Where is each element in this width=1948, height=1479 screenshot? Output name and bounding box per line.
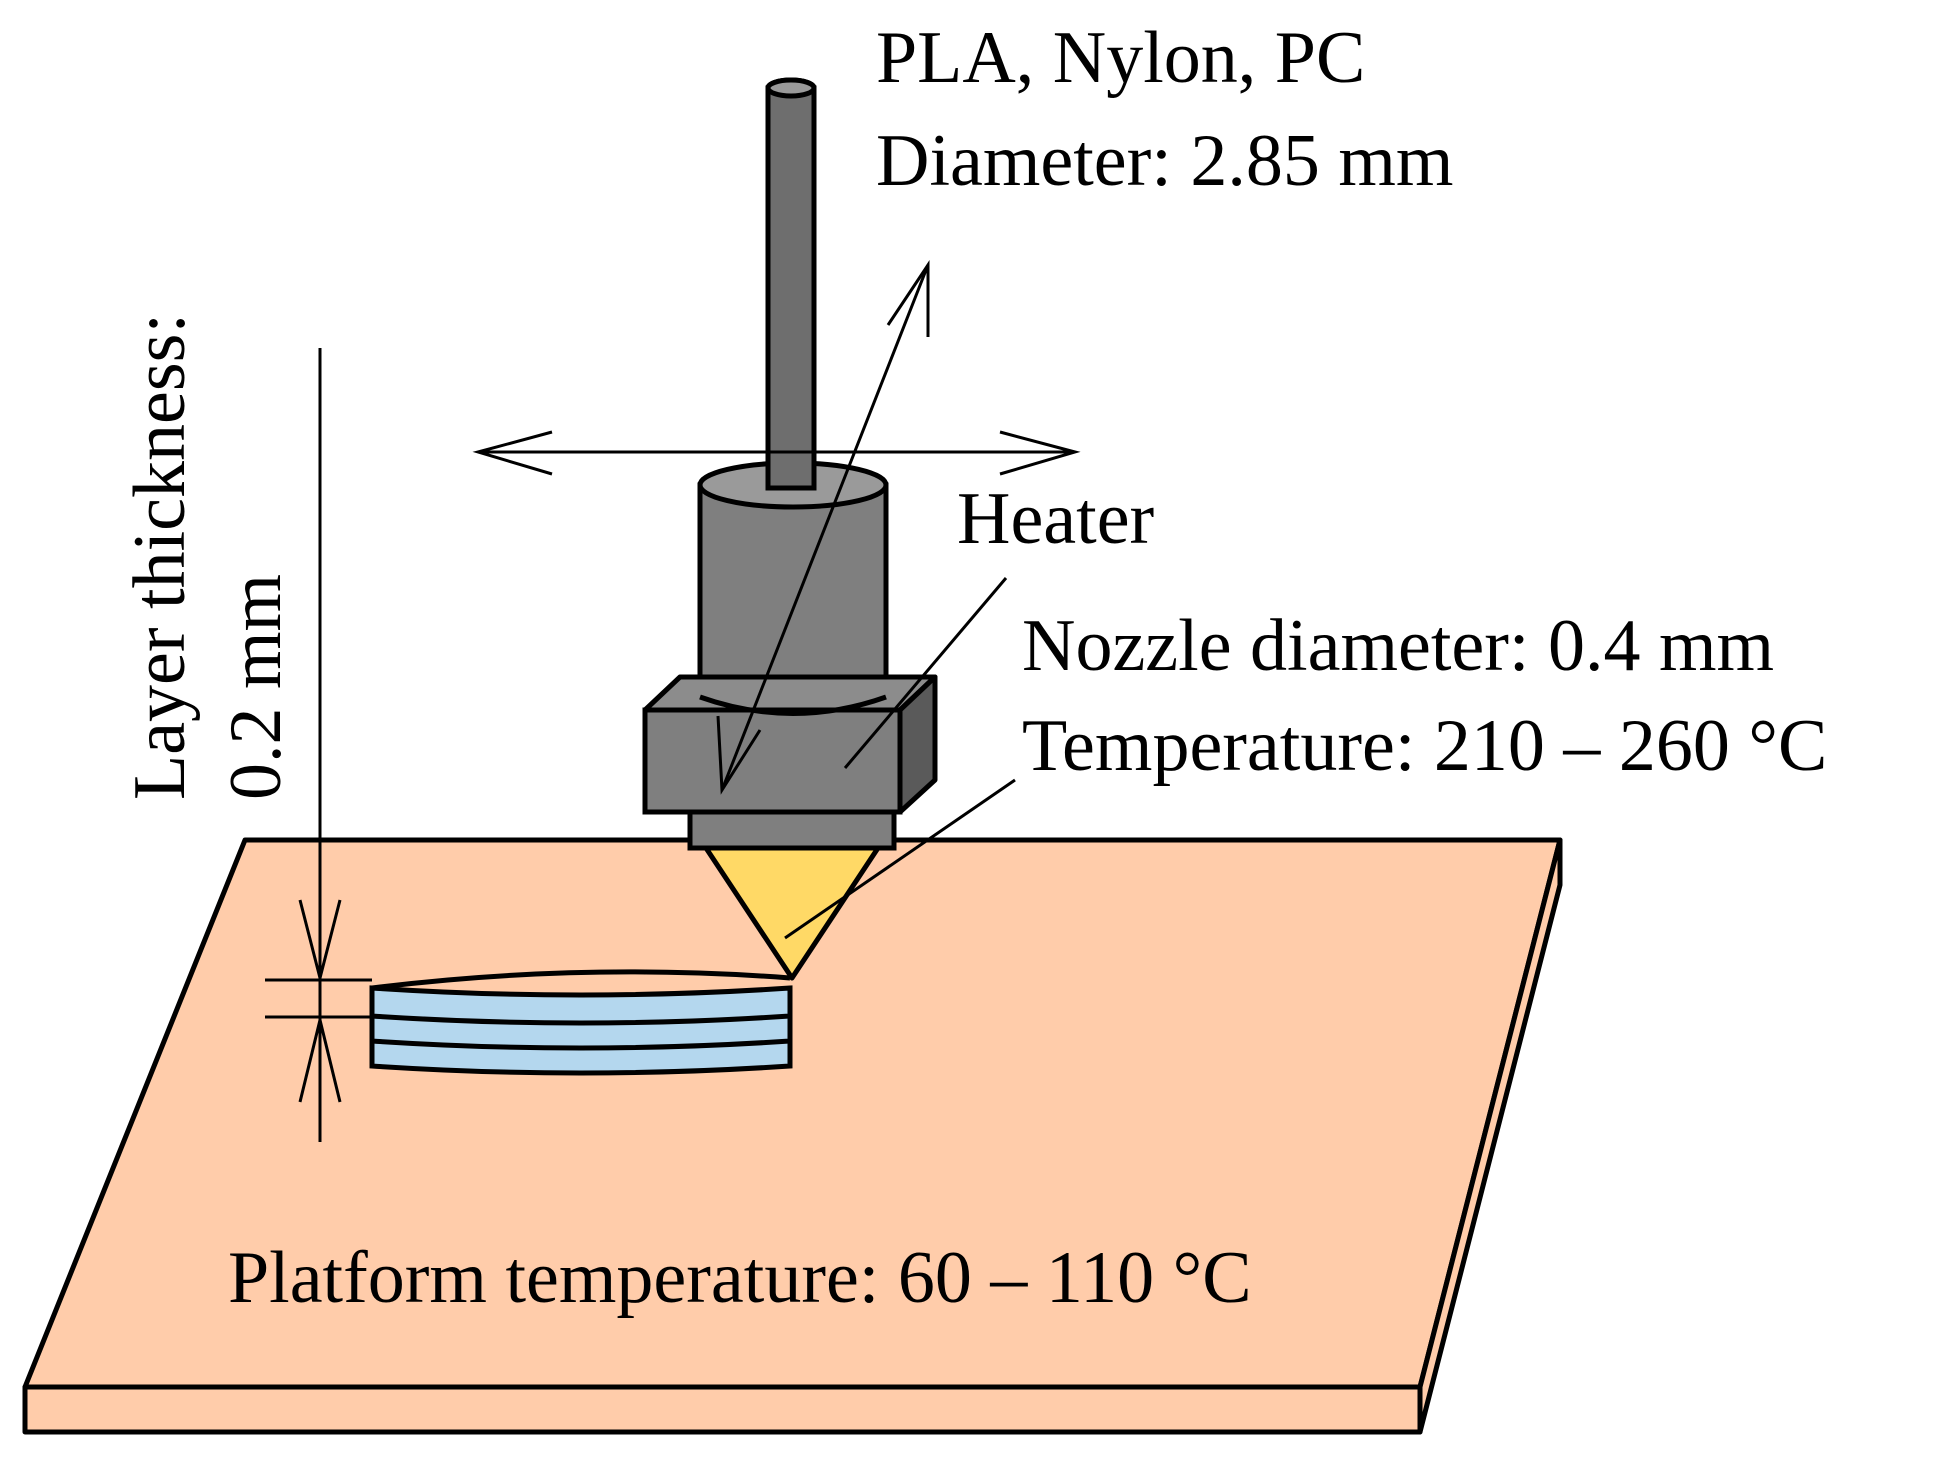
build-platform — [22, 837, 1563, 1435]
filament-rod-cap — [765, 77, 817, 99]
motion-arrows — [472, 260, 1081, 795]
x-axis-arrowhead-right — [999, 430, 1081, 476]
nozzle-diameter-label: Nozzle diameter: 0.4 mm — [1022, 605, 1774, 687]
printed-layer-1 — [369, 985, 793, 1026]
heater-cylinder-lower-rim — [699, 694, 887, 716]
nozzle-tip — [703, 845, 881, 981]
nozzle-temperature-label: Temperature: 210 – 260 °C — [1022, 705, 1827, 787]
extruder-assembly — [642, 77, 938, 981]
y-axis-arrowhead-bottom — [716, 715, 762, 795]
y-axis-arrowhead-top — [886, 260, 930, 337]
layer-thickness-value: 0.2 mm — [215, 574, 297, 800]
filament-diameter-label: Diameter: 2.85 mm — [876, 120, 1453, 202]
y-axis-motion-arrow — [720, 264, 930, 791]
platform-front-edge — [22, 1384, 1423, 1435]
filament-rod-upper — [765, 85, 817, 491]
material-label: PLA, Nylon, PC — [876, 17, 1365, 99]
dimension-arrow-up — [298, 1019, 342, 1103]
heater-leader-line — [843, 577, 1008, 769]
nozzle-leader-line — [784, 778, 1016, 940]
heater-cylinder-body — [697, 482, 889, 700]
x-axis-arrowhead-left — [472, 430, 553, 476]
heater-block-top — [642, 674, 938, 713]
dimension-arrow-down — [298, 899, 342, 979]
nozzle-collar — [687, 809, 897, 851]
layer-thickness-title: Layer thickness: — [119, 313, 201, 800]
printed-layer-top-edge — [371, 969, 791, 991]
heater-block-front — [642, 707, 903, 815]
layer-thickness-dimension — [265, 348, 372, 1142]
platform-right-edge — [1417, 837, 1563, 1435]
printed-part — [369, 969, 793, 1076]
platform-temperature-label: Platform temperature: 60 – 110 °C — [228, 1237, 1252, 1319]
heater-label: Heater — [957, 478, 1154, 560]
